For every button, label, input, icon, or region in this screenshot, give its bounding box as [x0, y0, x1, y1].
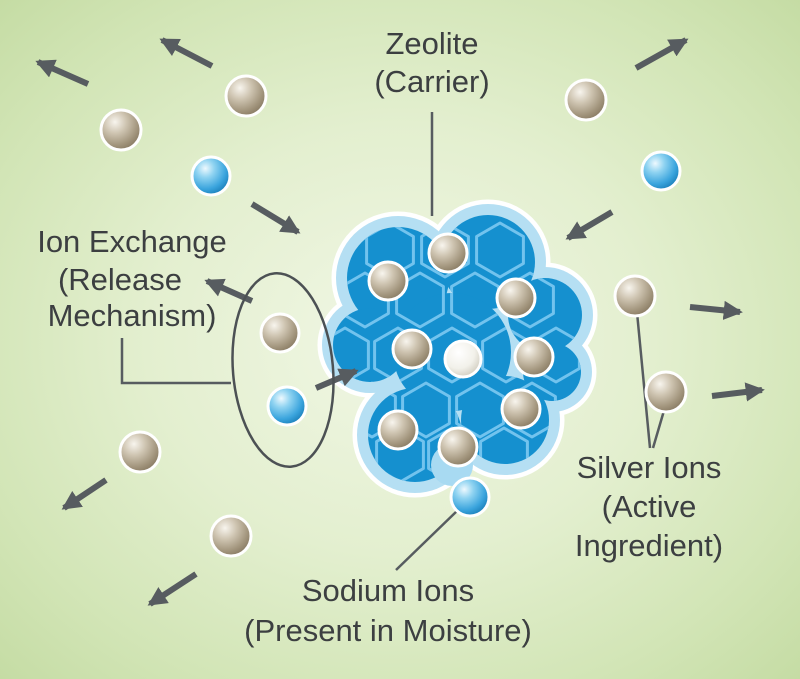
- silver-ions-label-line1: Silver Ions: [577, 450, 722, 485]
- silver-ion: [118, 430, 162, 474]
- silver-ion: [224, 74, 268, 118]
- outward-arrow-right-1: [689, 300, 743, 320]
- outward-arrow-right-2: [711, 382, 765, 402]
- label-connectors: [120, 112, 670, 571]
- ion-exchange-ellipse: [231, 272, 335, 468]
- silver-ion-on-zeolite: [377, 409, 419, 451]
- inward-arrow-top-left: [250, 201, 301, 235]
- silver-ion-on-zeolite: [427, 232, 469, 274]
- ion-exchange-connector-line: [120, 338, 231, 385]
- silver-ion: [209, 514, 253, 558]
- sodium-ions-label-line1: Sodium Ions: [302, 573, 474, 608]
- sodium-ions-label-line2: (Present in Moisture): [244, 613, 532, 648]
- labels: Zeolite (Carrier) Ion Exchange (Release …: [37, 26, 723, 648]
- outward-arrow-top-left-2: [159, 37, 214, 69]
- zeolite-structure: [317, 199, 598, 498]
- sodium-ions: [190, 150, 682, 518]
- inward-arrow-top-right: [565, 209, 614, 241]
- zeolite-label-line2: (Carrier): [374, 64, 489, 99]
- sodium-ion: [190, 155, 232, 197]
- silver-ion-in-ellipse: [259, 312, 301, 354]
- silver-ion-on-zeolite: [513, 336, 555, 378]
- ion-exchange-label-line2: (Release: [58, 262, 182, 297]
- silver-ion-on-zeolite: [495, 277, 537, 319]
- silver-ion: [564, 78, 608, 122]
- silver-ion: [99, 108, 143, 152]
- zeolite-label-line1: Zeolite: [385, 26, 478, 61]
- sodium-connector-line: [395, 509, 459, 571]
- silver-ion-on-zeolite: [367, 260, 409, 302]
- silver-ion-on-zeolite: [391, 328, 433, 370]
- silver-ion-on-zeolite: [437, 426, 479, 468]
- ion-exchange-label-line3: Mechanism): [48, 298, 217, 333]
- silver-ions-label-line3: Ingredient): [575, 528, 723, 563]
- sodium-ion-labeled: [449, 476, 491, 518]
- silver-connector-line-1: [634, 301, 652, 449]
- sodium-ion-in-ellipse: [266, 385, 308, 427]
- zeolite-bound-ions: [367, 232, 555, 468]
- silver-ion-on-zeolite: [500, 388, 542, 430]
- white-ion-on-zeolite: [443, 339, 483, 379]
- silver-ions-label-line2: (Active: [602, 489, 697, 524]
- ion-exchange-label-line1: Ion Exchange: [37, 224, 227, 259]
- silver-ion: [644, 370, 688, 414]
- outward-arrow-top-left-1: [35, 59, 90, 87]
- sodium-ion: [640, 150, 682, 192]
- outward-arrow-top-right: [634, 37, 689, 71]
- ion-flow-arrows: [35, 37, 765, 607]
- outward-arrow-bottom-left-2: [147, 571, 198, 607]
- inward-arrow-sodium: [314, 368, 359, 391]
- outward-arrow-bottom-left-1: [61, 477, 108, 511]
- silver-ions: [99, 74, 688, 558]
- silver-ion: [613, 274, 657, 318]
